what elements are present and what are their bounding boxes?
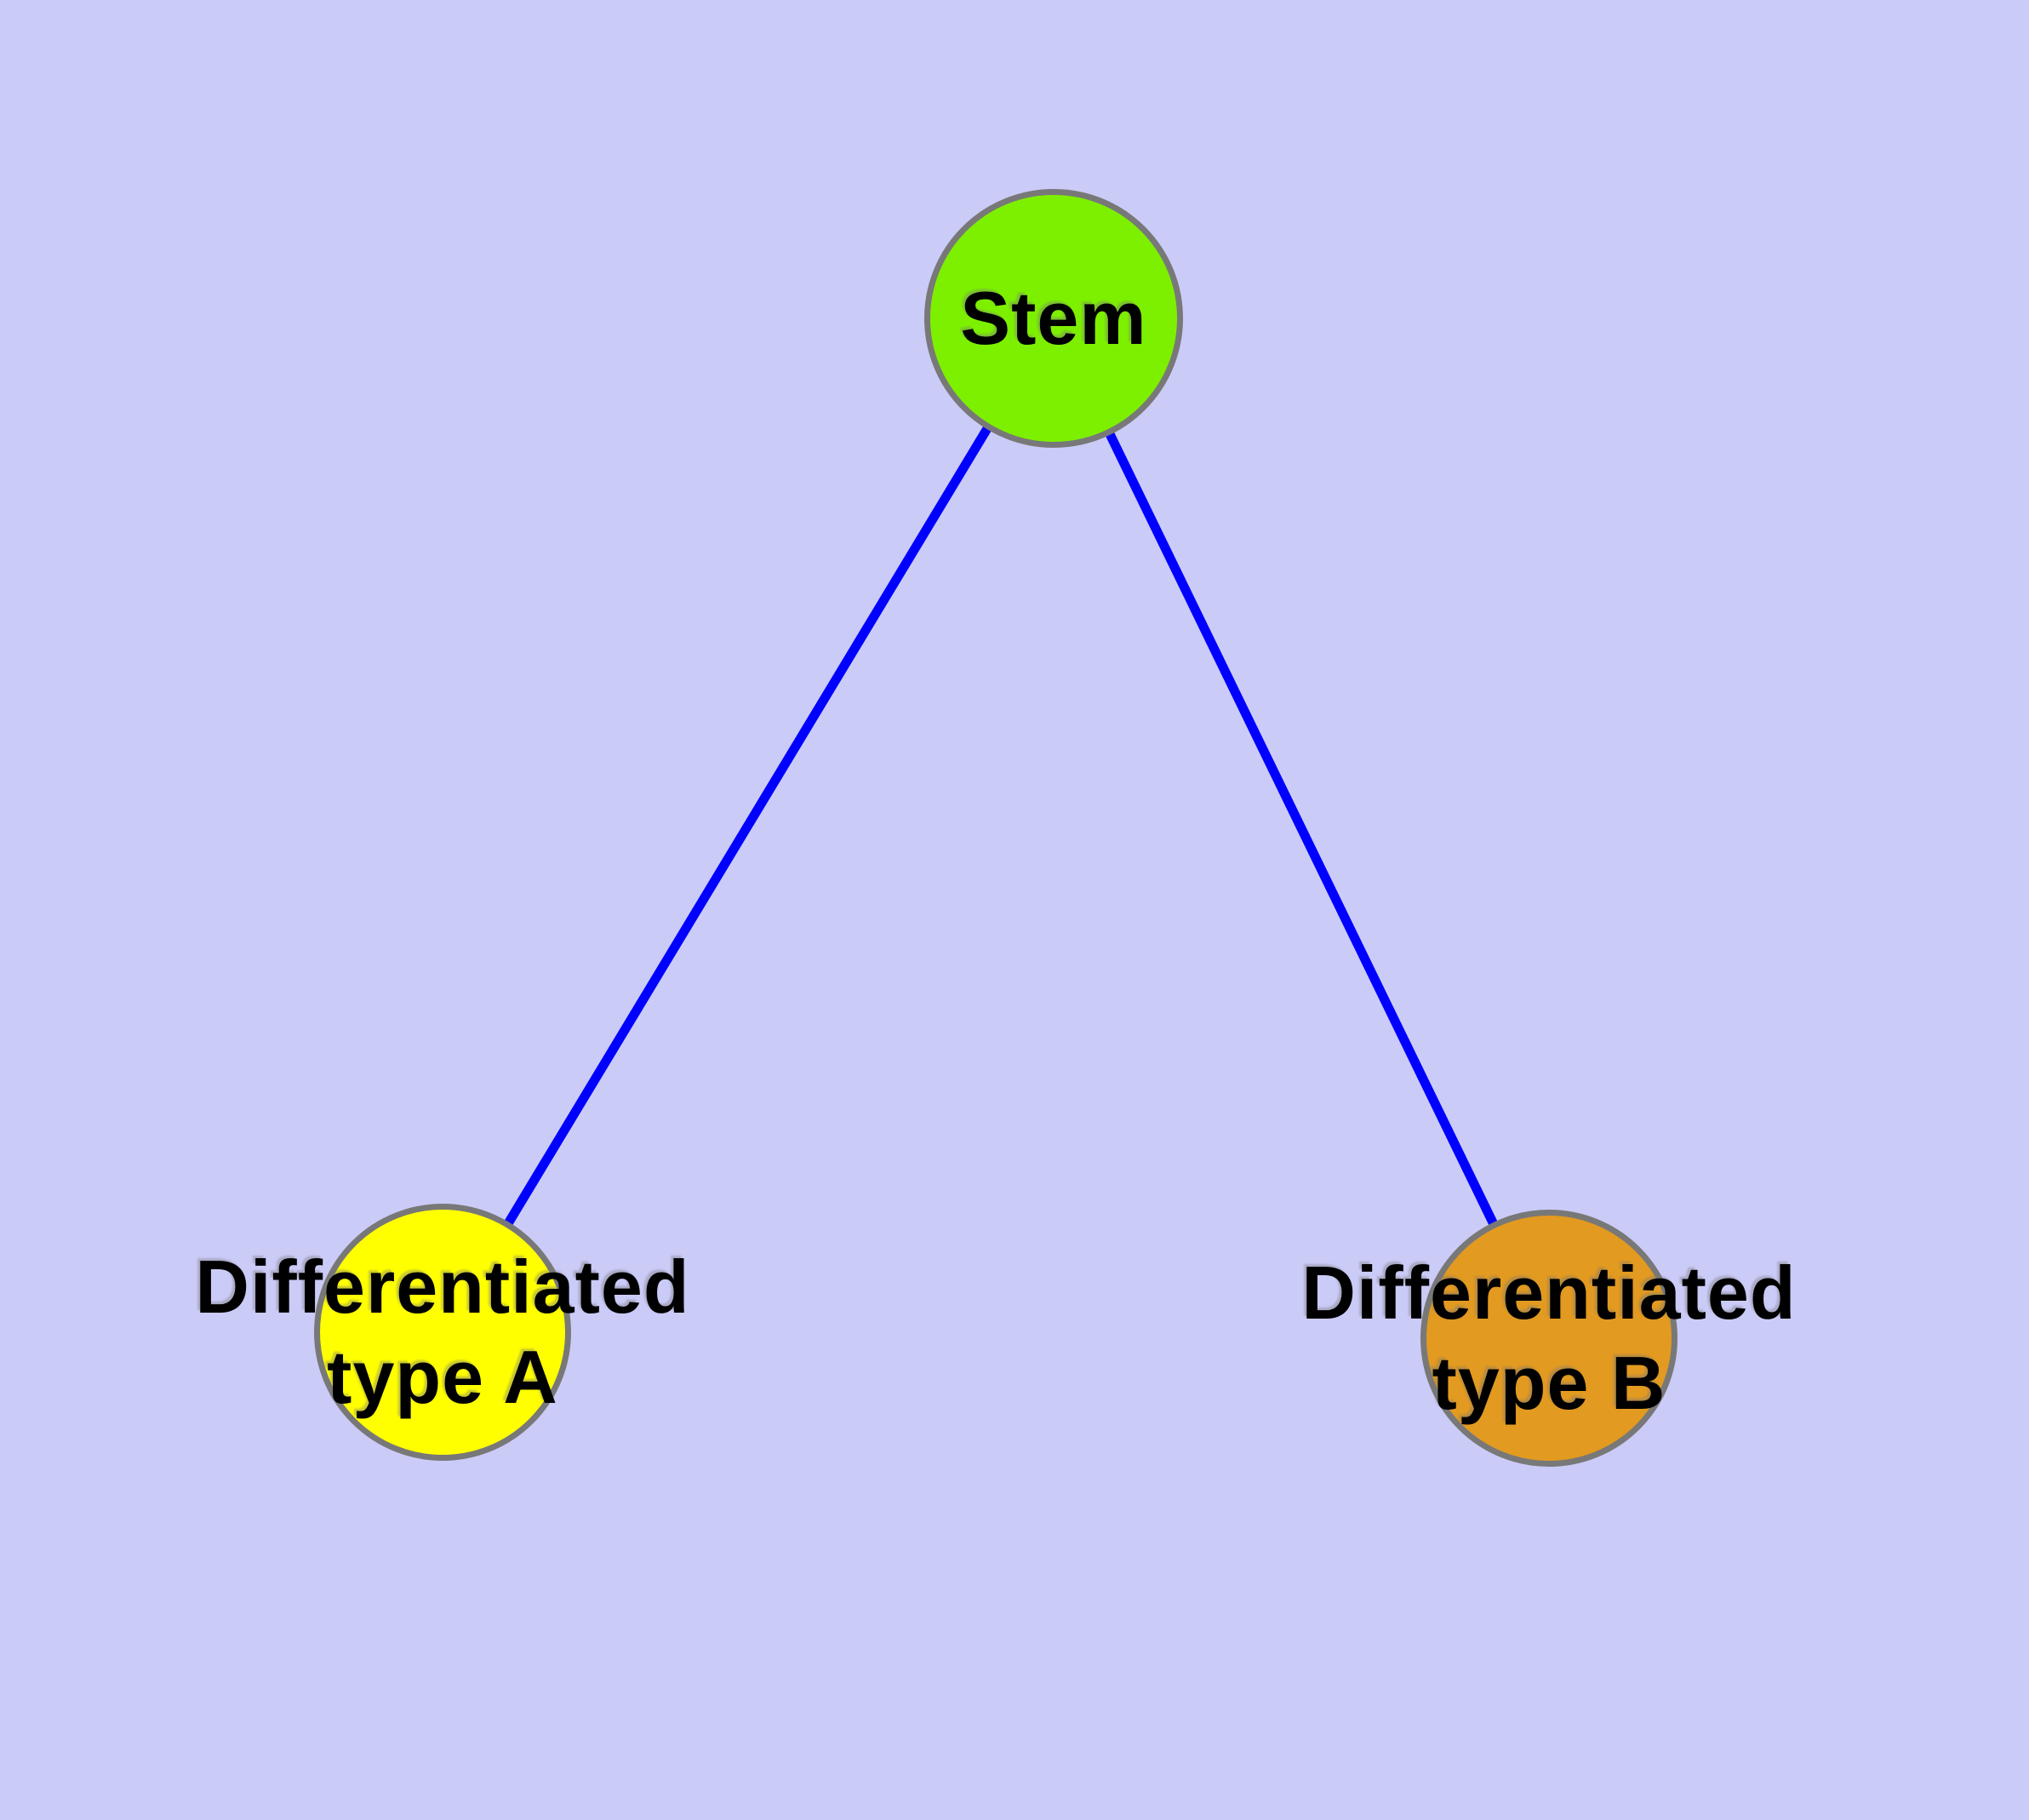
node-differentiated-type-b: Differentiated type B — [1301, 1210, 1796, 1467]
node-differentiated-type-a: Differentiated type A — [195, 1204, 689, 1461]
node-differentiated-type-a-label: Differentiated type A — [195, 1242, 689, 1422]
node-stem: Stem — [924, 189, 1183, 448]
node-differentiated-type-b-label-line-1: Differentiated — [1301, 1251, 1797, 1335]
edge-stem-to-type-a — [437, 313, 1059, 1337]
node-stem-label: Stem — [960, 273, 1146, 363]
node-differentiated-type-a-label-line-2: type A — [327, 1335, 558, 1419]
node-differentiated-type-a-label-line-1: Differentiated — [195, 1245, 690, 1329]
node-differentiated-type-b-label: Differentiated type B — [1301, 1248, 1796, 1428]
node-stem-label-line: Stem — [960, 276, 1147, 360]
edge-stem-to-type-b — [1049, 313, 1554, 1343]
node-differentiated-type-b-label-line-2: type B — [1432, 1341, 1666, 1425]
